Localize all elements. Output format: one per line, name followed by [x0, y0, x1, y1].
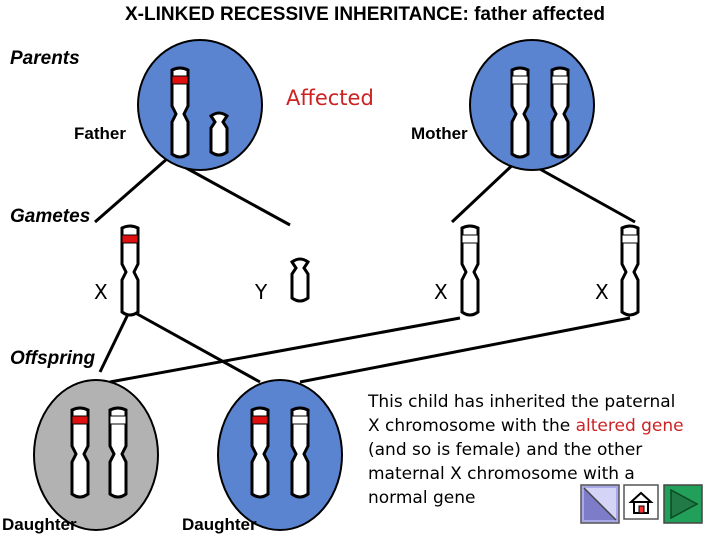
daughter-left-x-paternal [70, 406, 90, 499]
daughter-left-circle [33, 379, 159, 531]
daughter-left-x-maternal [108, 406, 128, 499]
gamete-label-x-2: X [434, 280, 448, 304]
daughter-right-circle [217, 379, 343, 531]
back-arrow-icon[interactable] [580, 484, 620, 524]
father-x-chromosome [170, 66, 190, 159]
gamete-label-x-1: X [94, 280, 108, 304]
explanation-part-1: This child has inherited the paternal X … [368, 392, 676, 436]
father-label: Father [74, 124, 126, 143]
mother-label: Mother [411, 124, 468, 143]
daughter-left-label: Daughter [2, 515, 77, 534]
mother-x-chromosome-1 [510, 66, 530, 159]
mother-x-chromosome-2 [550, 66, 570, 159]
gamete-mother-x-2 [620, 224, 640, 317]
pedigree-lines [94, 156, 636, 384]
father-circle [137, 39, 263, 171]
daughter-right-label: Daughter [182, 515, 257, 534]
daughter-right-x-maternal [290, 406, 310, 499]
page-title: X-LINKED RECESSIVE INHERITANCE: father a… [125, 4, 605, 25]
explanation-part-2: (and so is female) and the other materna… [368, 440, 643, 508]
forward-arrow-icon[interactable] [663, 484, 703, 524]
section-gametes: Gametes [10, 206, 91, 227]
gamete-label-x-3: X [595, 280, 609, 304]
affected-label: Affected [286, 86, 374, 110]
gamete-mother-x-1 [460, 224, 480, 317]
father-y-chromosome [209, 111, 229, 157]
gamete-father-x [120, 224, 140, 317]
home-icon[interactable] [623, 484, 659, 520]
section-parents: Parents [10, 48, 80, 69]
daughter-right-x-paternal [250, 406, 270, 499]
section-offspring: Offspring [10, 348, 96, 369]
mother-circle [469, 39, 595, 171]
explanation-highlight: altered gene [575, 416, 684, 436]
gamete-father-y [290, 257, 310, 303]
gamete-label-y: Y [255, 280, 268, 304]
explanation-text: This child has inherited the paternal X … [368, 390, 688, 510]
